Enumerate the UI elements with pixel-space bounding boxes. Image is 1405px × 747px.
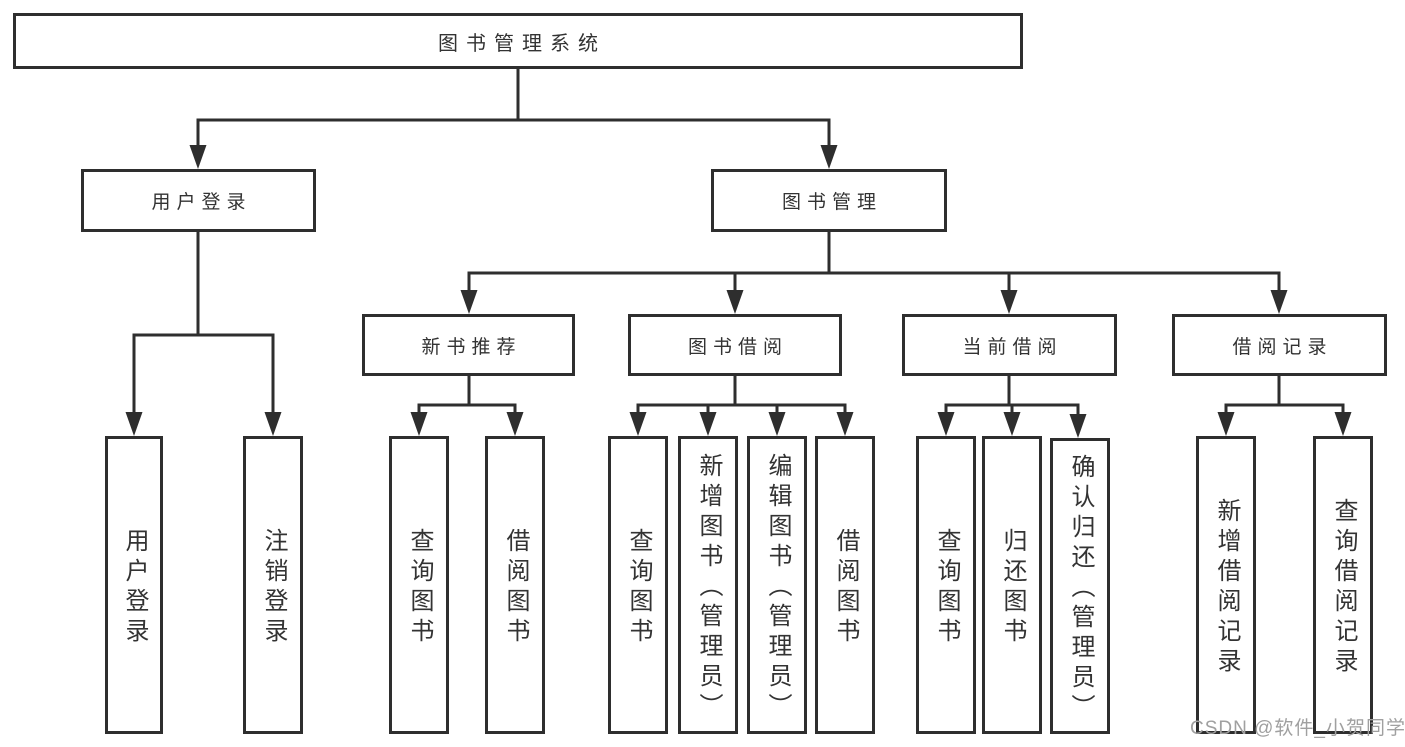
watermark-text: CSDN @软件_小贺同学 [1190,718,1405,739]
node-label: 确认归还（管理员） [1067,454,1094,724]
node-leaf-cb-return-book: 归还图书 [982,436,1042,734]
node-label: 图书借阅 [687,336,788,358]
node-label: 用户登录 [151,192,252,213]
node-label: 图书管理 [781,192,882,213]
node-leaf-bb-borrow-book: 借阅图书 [815,436,875,734]
arrowhead-icon [836,412,854,436]
arrowhead-icon [460,290,478,314]
node-leaf-nbr-borrow-book: 借阅图书 [485,436,545,734]
node-leaf-bb-edit-book: 编辑图书（管理员） [747,436,807,734]
arrowhead-icon [820,145,838,169]
arrowhead-icon [768,412,786,436]
node-label: 借阅记录 [1232,336,1333,358]
node-leaf-user-login: 用户登录 [105,436,163,734]
node-label: 编辑图书（管理员） [764,453,791,723]
arrowhead-icon [1000,290,1018,314]
arrowhead-icon [1270,290,1288,314]
node-label: 注销登录 [260,528,287,648]
node-current-borrow: 当前借阅 [902,314,1117,376]
node-label: 借阅图书 [832,528,859,648]
arrowhead-icon [726,290,744,314]
node-leaf-bb-add-book: 新增图书（管理员） [678,436,738,734]
node-label: 新增图书（管理员） [695,453,722,723]
node-label: 归还图书 [999,528,1026,648]
node-label: 查询借阅记录 [1330,498,1357,678]
arrowhead-icon [699,412,717,436]
node-label: 查询图书 [625,528,652,648]
node-label: 查询图书 [933,528,960,648]
node-leaf-br-query-record: 查询借阅记录 [1313,436,1373,734]
arrowhead-icon [264,412,282,436]
node-label: 用户登录 [121,528,148,648]
node-leaf-cb-query-book: 查询图书 [916,436,976,734]
arrowhead-icon [410,412,428,436]
arrowhead-icon [1334,412,1352,436]
node-leaf-bb-query-book: 查询图书 [608,436,668,734]
node-label: 借阅图书 [502,528,529,648]
node-leaf-br-add-record: 新增借阅记录 [1196,436,1256,734]
node-label: 图书管理系统 [438,32,606,55]
arrowhead-icon [1069,414,1087,438]
arrowhead-icon [125,412,143,436]
node-borrow-records: 借阅记录 [1172,314,1387,376]
arrowhead-icon [937,412,955,436]
node-leaf-cb-confirm: 确认归还（管理员） [1050,438,1110,734]
node-label: 新增借阅记录 [1213,498,1240,678]
node-label: 查询图书 [406,528,433,648]
arrowhead-icon [629,412,647,436]
node-book-borrow: 图书借阅 [628,314,842,376]
node-book-management: 图书管理 [711,169,947,232]
node-root: 图书管理系统 [13,13,1023,69]
node-label: 新书推荐 [421,336,522,358]
node-label: 当前借阅 [962,336,1063,358]
arrowhead-icon [1217,412,1235,436]
arrowhead-icon [1003,412,1021,436]
node-user-login: 用户登录 [81,169,316,232]
node-leaf-nbr-query-book: 查询图书 [389,436,449,734]
arrowhead-icon [189,145,207,169]
arrowhead-icon [506,412,524,436]
node-leaf-logout: 注销登录 [243,436,303,734]
node-new-book-recommend: 新书推荐 [362,314,575,376]
